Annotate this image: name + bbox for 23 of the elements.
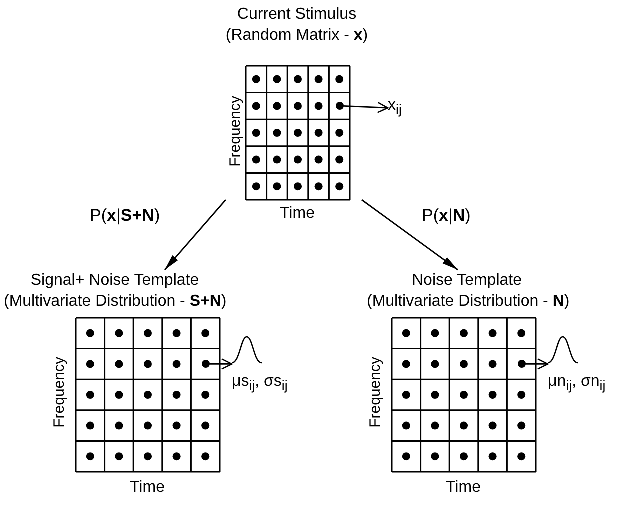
axis-label: Time (130, 478, 165, 498)
variable-label: x$_{ij}$ (388, 96, 402, 120)
axis-label: Frequency (368, 357, 384, 428)
arrow (210, 358, 233, 370)
dot-marker (202, 360, 210, 368)
axis-label: Frequency (52, 357, 68, 428)
heading-text: Noise Template (411, 271, 523, 291)
axis-label: Time (280, 204, 315, 224)
heading-text: Current Stimulus (236, 5, 358, 25)
arrow (344, 102, 389, 114)
subheading-text: (Multivariate Distribution - S+N) (4, 292, 226, 312)
subheading-text: (Random Matrix - x) (224, 26, 370, 46)
parameter-label: μs$_{ij}$, σs$_{ij}$ (232, 372, 288, 396)
parameter-label: μn$_{ij}$, σn$_{ij}$ (548, 372, 606, 396)
subheading-text: (Multivariate Distribution - N) (367, 292, 567, 312)
dot-marker (336, 102, 344, 110)
arrow (362, 199, 458, 271)
axis-label: Time (446, 478, 481, 498)
heading-text: Signal+ Noise Template (30, 271, 200, 291)
axis-label: Frequency (228, 96, 244, 167)
dot-marker (518, 360, 526, 368)
arrow (164, 200, 226, 270)
arrow (526, 358, 549, 370)
